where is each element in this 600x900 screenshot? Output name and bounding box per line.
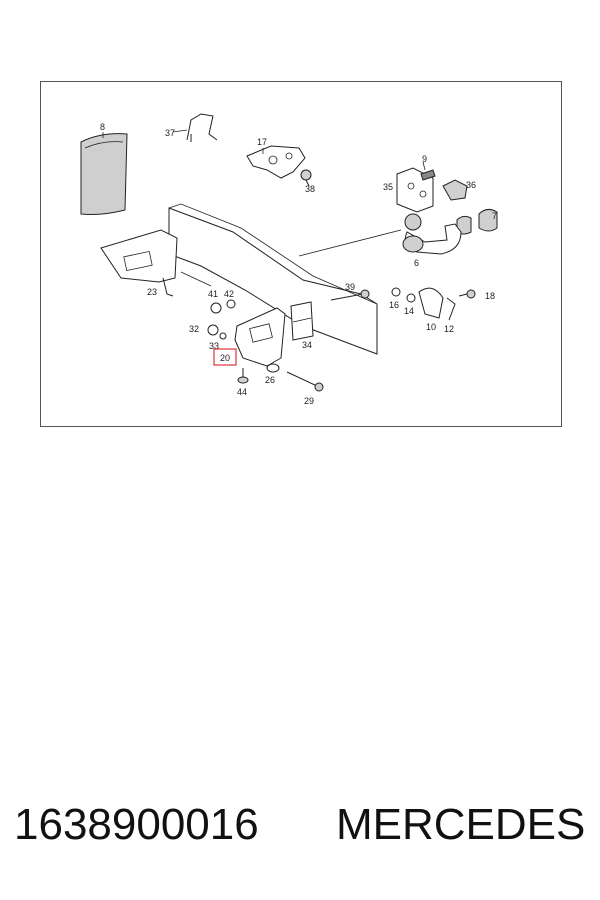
part-7-cap (478, 208, 498, 232)
part-10-plate (418, 287, 444, 319)
callout-34: 34 (302, 340, 312, 350)
part-42-washer (226, 299, 236, 309)
callout-20-highlight (213, 348, 237, 366)
part-34-spacers (290, 301, 314, 341)
callout-23: 23 (147, 287, 157, 297)
part-38-bolt (300, 169, 312, 181)
part-26-bushing (266, 363, 280, 373)
part-number: 1638900016 (14, 800, 259, 849)
part-20-right-bracket (234, 307, 286, 367)
callout-26: 26 (265, 375, 275, 385)
part-37-hook (186, 113, 218, 142)
part-33-washer (219, 332, 227, 340)
callout-35: 35 (383, 182, 393, 192)
callout-7: 7 (492, 211, 497, 221)
part-29-bolt (286, 371, 318, 387)
callout-12: 12 (444, 324, 454, 334)
part-14-washer (406, 293, 416, 303)
part-8-cover (80, 133, 128, 215)
callout-36: 36 (466, 180, 476, 190)
part-41-nut (210, 302, 222, 314)
callout-37: 37 (165, 128, 175, 138)
part-23-left-bracket (100, 229, 178, 283)
part-16-nut (391, 287, 401, 297)
part-17-bracket (246, 145, 306, 179)
callout-42: 42 (224, 289, 234, 299)
callout-20: 20 (220, 353, 230, 363)
brand-name: MERCEDES (336, 800, 586, 849)
parts-diagram: 8 37 17 38 9 35 36 7 6 23 39 16 14 18 10… (40, 81, 562, 427)
part-9-screw (420, 169, 436, 181)
part-36-connector (442, 179, 468, 201)
parts-diagram-drawing: 8 37 17 38 9 35 36 7 6 23 39 16 14 18 10… (80, 113, 498, 406)
crossbar-beam (168, 207, 378, 355)
callout-39: 39 (345, 282, 355, 292)
callout-14: 14 (404, 306, 414, 316)
callout-33: 33 (209, 341, 219, 351)
callout-38: 38 (305, 184, 315, 194)
part-32-nut (207, 324, 219, 336)
callout-44: 44 (237, 387, 247, 397)
part-18-bolt (466, 289, 476, 299)
callout-17: 17 (257, 137, 267, 147)
callout-9: 9 (422, 154, 427, 164)
callout-16: 16 (389, 300, 399, 310)
callout-10: 10 (426, 322, 436, 332)
part-12-clip (446, 297, 456, 321)
part-39-bolt (330, 293, 364, 301)
part-6-tow-ball (404, 213, 422, 231)
footer: 1638900016 MERCEDES (14, 800, 594, 860)
callout-18: 18 (485, 291, 495, 301)
callout-6: 6 (414, 258, 419, 268)
callout-8: 8 (100, 122, 105, 132)
callout-41: 41 (208, 289, 218, 299)
callout-32: 32 (189, 324, 199, 334)
callout-29: 29 (304, 396, 314, 406)
